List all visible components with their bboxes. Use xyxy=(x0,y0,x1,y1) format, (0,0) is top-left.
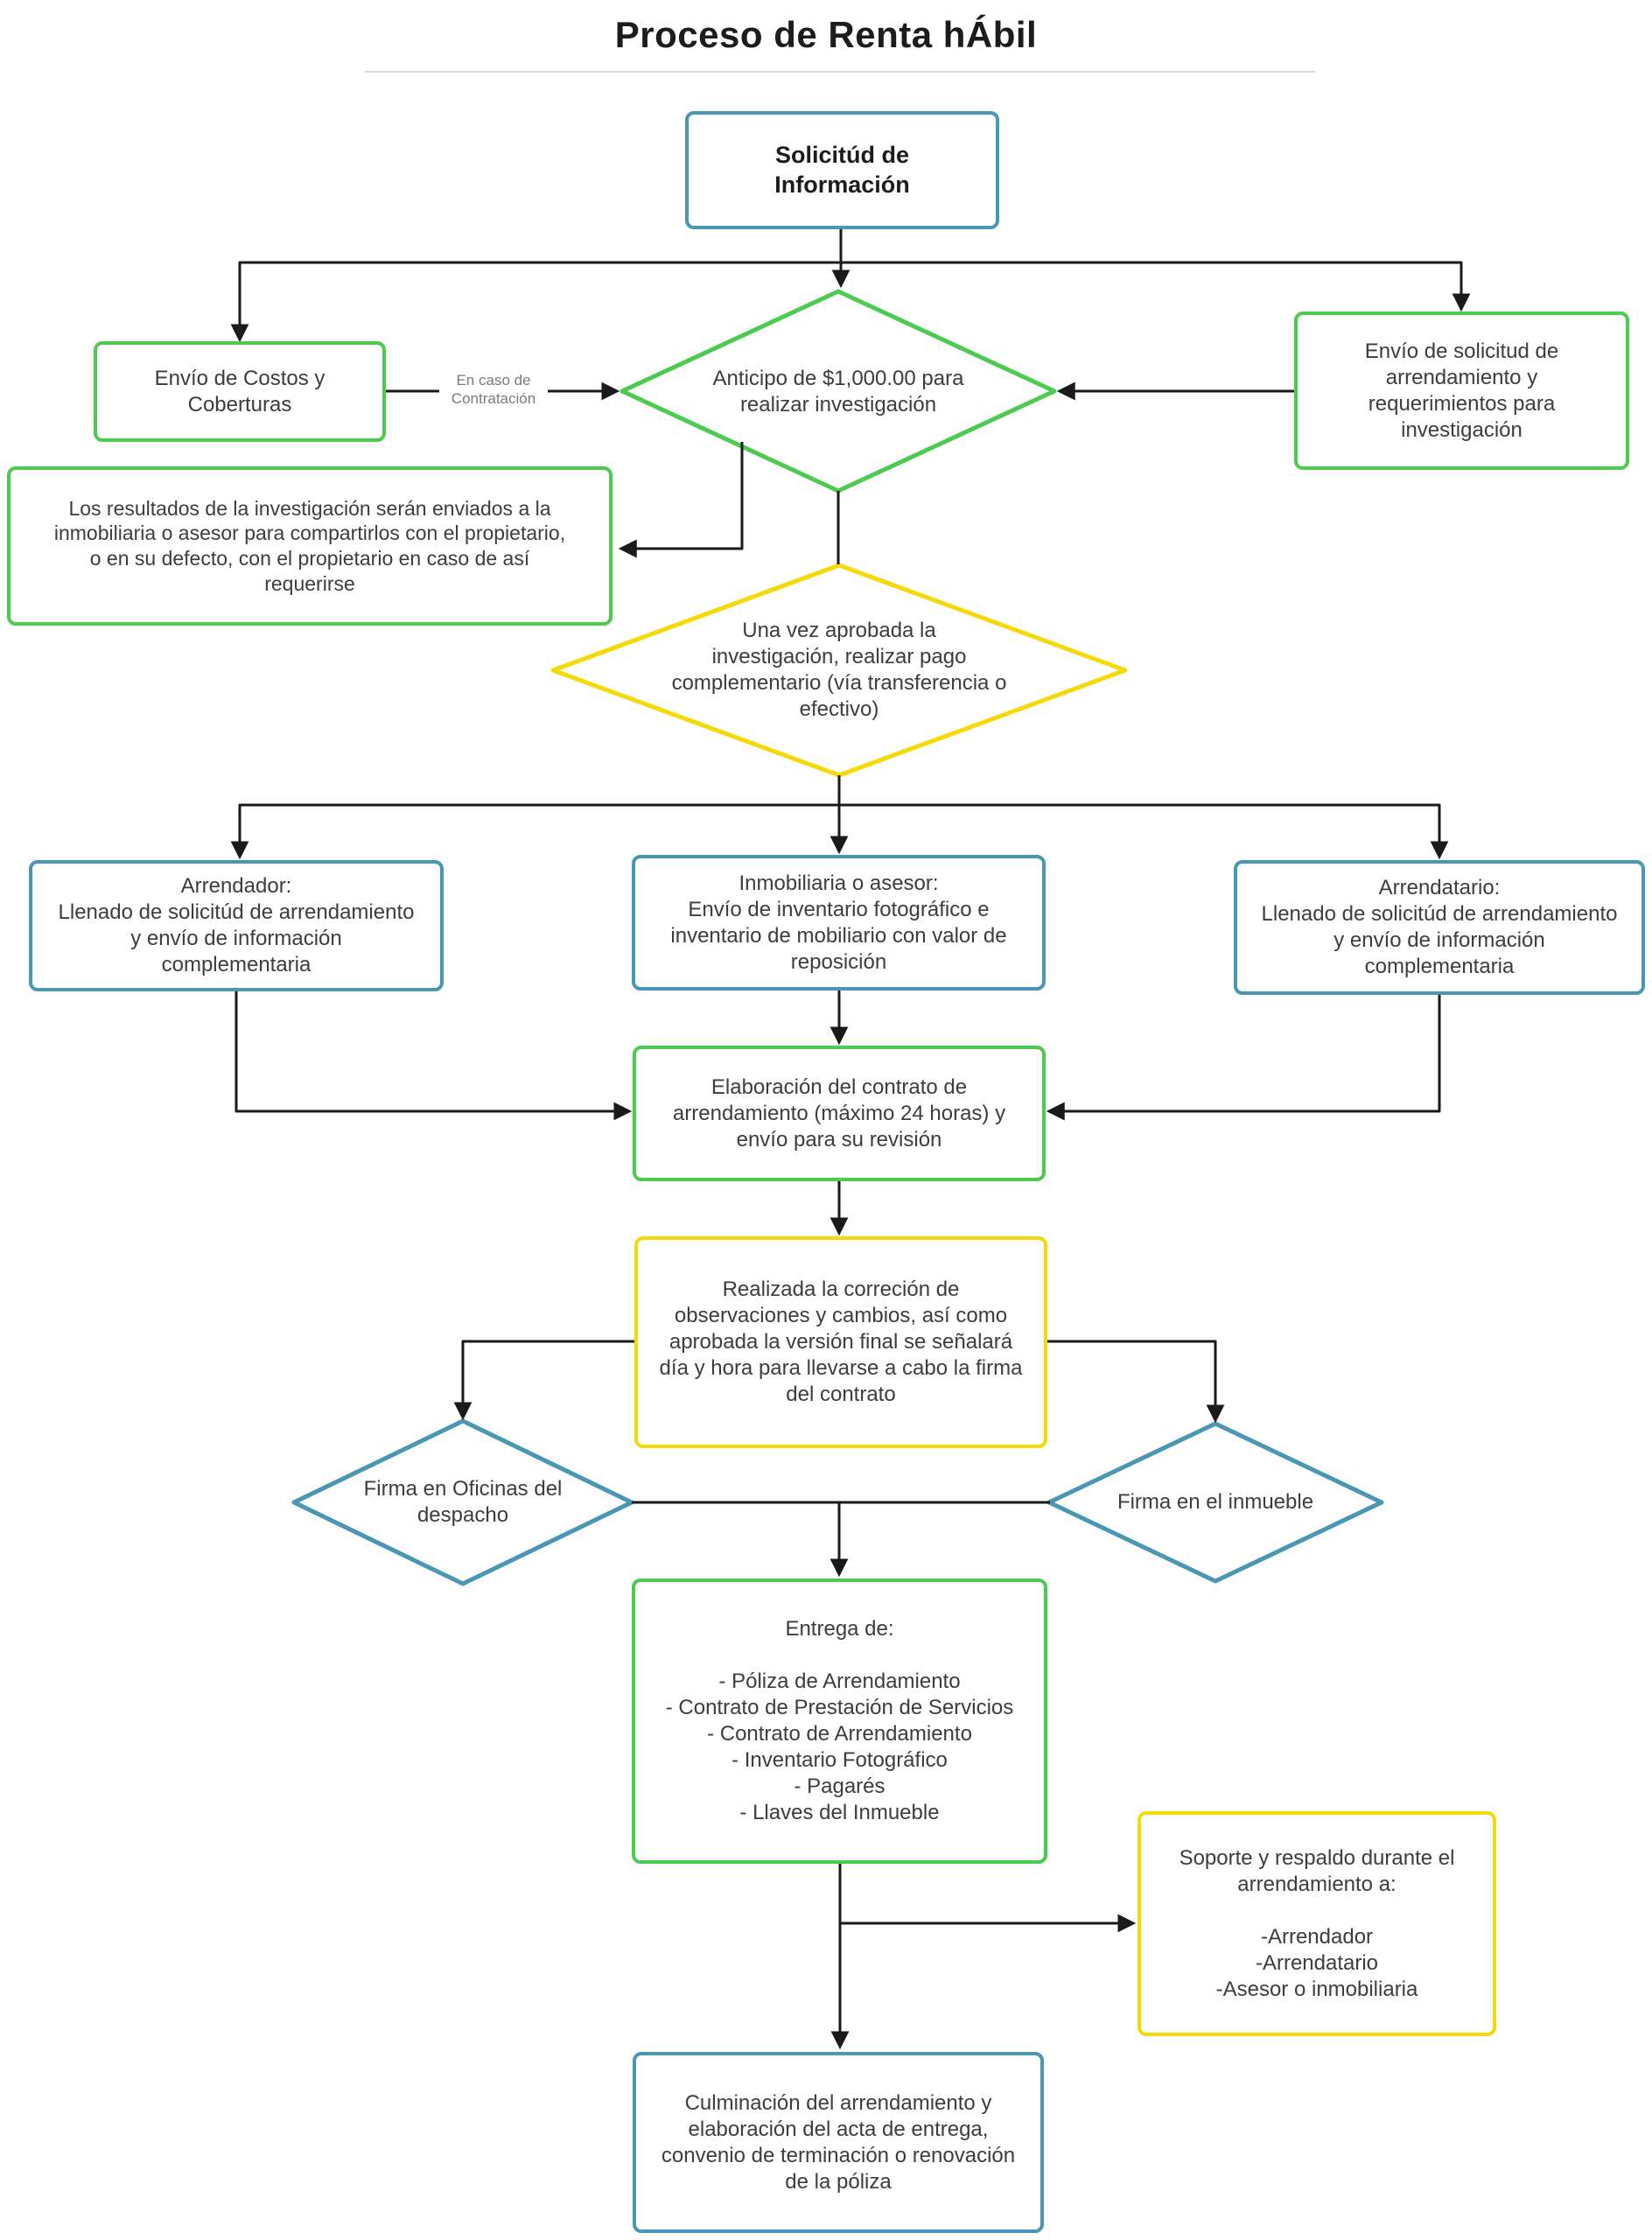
node-solicitud-informacion: Solicitúd de Información xyxy=(685,111,999,229)
node-anticipo: Anticipo de $1,000.00 para realizar inve… xyxy=(712,366,964,416)
node-pago-complementario: Una vez aprobada la investigación, reali… xyxy=(671,619,1007,721)
edge-label-en-caso-de-contratacion: En caso de Contratación xyxy=(451,372,536,408)
node-arrendador: Arrendador: Llenado de solicitúd de arre… xyxy=(29,860,444,991)
node-resultados: Los resultados de la investigación serán… xyxy=(7,466,612,626)
node-contrato: Elaboración del contrato de arrendamient… xyxy=(633,1046,1046,1181)
node-correccion: Realizada la correción de observaciones … xyxy=(634,1236,1047,1448)
node-entrega: Entrega de: - Póliza de Arrendamiento - … xyxy=(632,1578,1047,1864)
edge-split-top xyxy=(230,261,1471,343)
edge-correccion-to-firma-oficinas xyxy=(453,1340,634,1421)
node-culminacion: Culminación del arrendamiento y elaborac… xyxy=(633,2052,1044,2233)
node-envio-costos: Envío de Costos y Coberturas xyxy=(94,341,386,442)
edge-correccion-to-firma-inmueble xyxy=(1047,1340,1225,1424)
page-title: Proceso de Renta hÁbil xyxy=(614,14,1038,55)
edge-anticipo-to-resultados xyxy=(618,442,744,558)
diamond-firma-oficinas-shape xyxy=(291,1418,634,1586)
edge-arrendatario-to-contrato xyxy=(1046,995,1441,1121)
edge-arrendador-to-contrato xyxy=(234,991,633,1121)
node-envio-solicitud: Envío de solicitud de arrendamiento y re… xyxy=(1294,312,1629,470)
node-soporte: Soporte y respaldo durante el arrendamie… xyxy=(1138,1811,1496,2036)
title-divider xyxy=(365,71,1315,73)
node-firma-inmueble: Firma en el inmueble xyxy=(1116,1490,1314,1514)
node-firma-oficinas: Firma en Oficinas del despacho xyxy=(363,1477,563,1527)
diamond-firma-inmueble-shape xyxy=(1046,1421,1384,1584)
node-arrendatario: Arrendatario: Llenado de solicitúd de ar… xyxy=(1234,860,1645,995)
node-inmobiliaria: Inmobiliaria o asesor: Envío de inventar… xyxy=(632,855,1046,990)
